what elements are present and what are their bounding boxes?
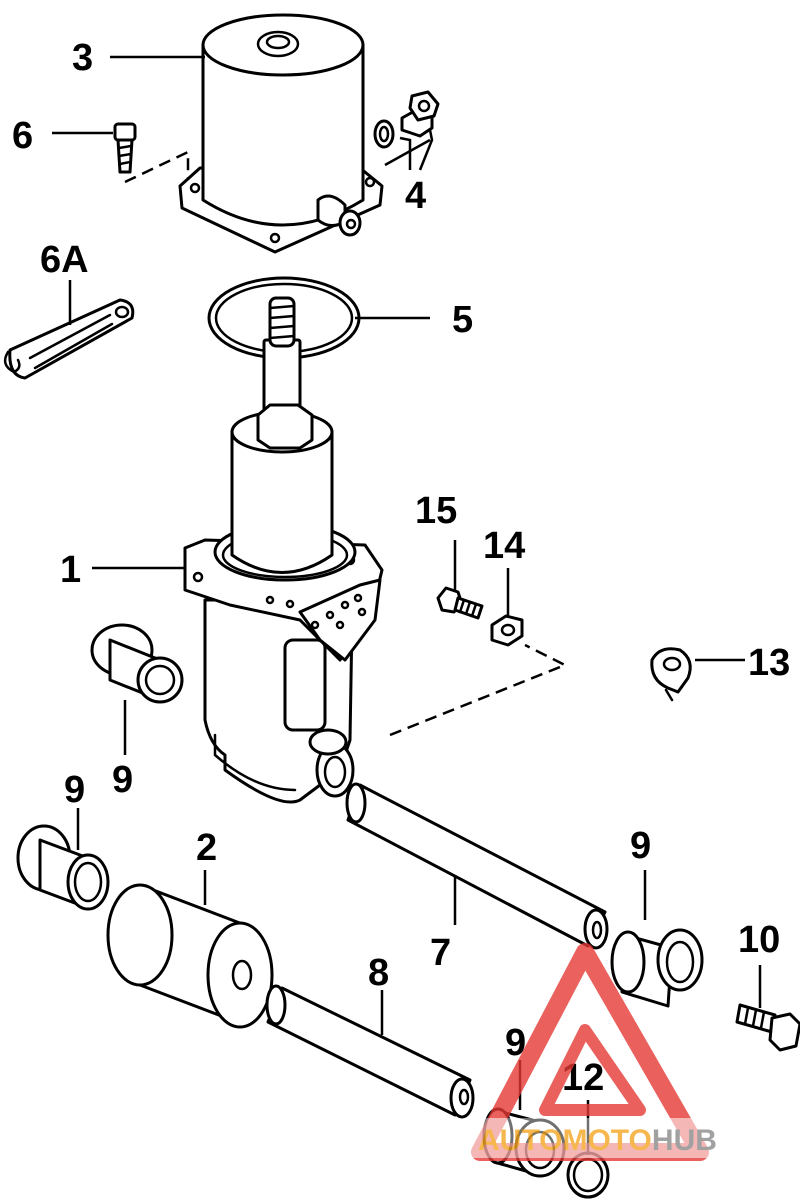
callout-3: 3 <box>72 37 93 79</box>
callout-6a: 6A <box>40 239 89 281</box>
watermark-triangle <box>471 943 709 1161</box>
part-9-bushing-b <box>16 824 110 911</box>
callout-1: 1 <box>60 549 81 591</box>
callout-7: 7 <box>430 932 451 974</box>
part-4-fitting <box>373 90 440 149</box>
callout-9-a: 9 <box>112 759 133 801</box>
callout-9-d: 9 <box>505 1022 526 1064</box>
callout-13: 13 <box>748 642 790 684</box>
callout-labels: 3 6 4 6A 5 15 14 1 13 9 9 2 9 10 7 8 9 1… <box>12 37 790 1099</box>
part-10-bolt <box>735 1003 800 1052</box>
callout-9-b: 9 <box>64 769 85 811</box>
part-9-bushing-a <box>90 623 184 704</box>
watermark-text-auto: AUTO <box>478 1124 562 1157</box>
callout-8: 8 <box>368 952 389 994</box>
part-8-pin <box>265 984 475 1119</box>
part-7-pin <box>345 782 609 950</box>
callout-10: 10 <box>738 919 780 961</box>
part-13-clip <box>650 647 692 702</box>
part-3-motor <box>178 13 384 254</box>
leader-lines <box>52 55 762 1155</box>
part-2-sleeve <box>106 883 274 1029</box>
callout-14: 14 <box>483 525 525 567</box>
part-1-pump-body <box>183 296 384 804</box>
watermark-logo: AUTOMOTOHUB <box>470 943 800 1161</box>
callout-2: 2 <box>196 827 217 869</box>
callout-15: 15 <box>415 490 457 532</box>
svg-text:AUTOMOTOHUB: AUTOMOTOHUB <box>478 1124 717 1157</box>
callout-6: 6 <box>12 115 33 157</box>
watermark-text-moto: MOTO <box>562 1124 651 1157</box>
part-6a-strap <box>3 298 135 380</box>
part-14-nut <box>490 614 524 647</box>
callout-9-c: 9 <box>630 825 651 867</box>
dashed-lines <box>124 150 569 737</box>
callout-4: 4 <box>405 175 426 217</box>
watermark-text-hub: HUB <box>652 1124 717 1157</box>
part-6-screw <box>113 122 137 174</box>
part-9-bushing-c <box>610 928 704 1008</box>
part-15-bolt <box>436 586 484 620</box>
callout-5: 5 <box>452 299 473 341</box>
